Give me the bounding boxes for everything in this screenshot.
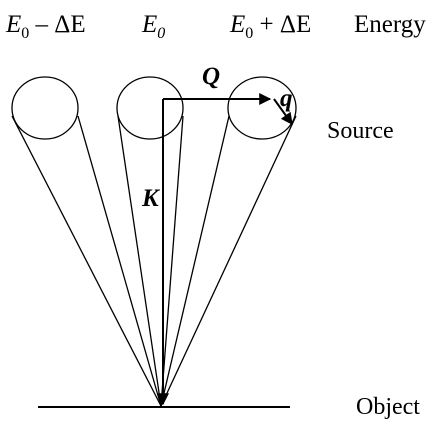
energy-label-center: E0 [141,11,165,42]
cone-right-edge-outer [160,115,297,407]
cone-center-ellipse [116,76,184,140]
cone-right-ellipse [227,76,297,140]
energy-label-plus: E0 + ΔE [229,11,311,42]
vector-k-label: K [141,185,161,212]
cone-left-ellipse [11,76,79,140]
cone-center-edge-inner [160,115,184,407]
cone-right-edge-inner [160,115,230,407]
cone-left [11,76,162,407]
vector-q-label: Q [202,63,220,90]
cone-right [160,76,297,407]
source-label: Source [327,118,394,144]
object-label: Object [356,394,420,420]
cone-left-edge-outer [11,115,162,407]
vector-small-q-label: q [280,85,293,112]
cone-center [116,76,184,407]
vector-small-q-arrow [273,98,293,125]
cone-center-edge-outer [117,115,162,407]
energy-label-minus: E0 – ΔE [5,11,86,42]
energy-axis-label: Energy [354,11,426,38]
cone-left-edge-inner [77,115,162,407]
